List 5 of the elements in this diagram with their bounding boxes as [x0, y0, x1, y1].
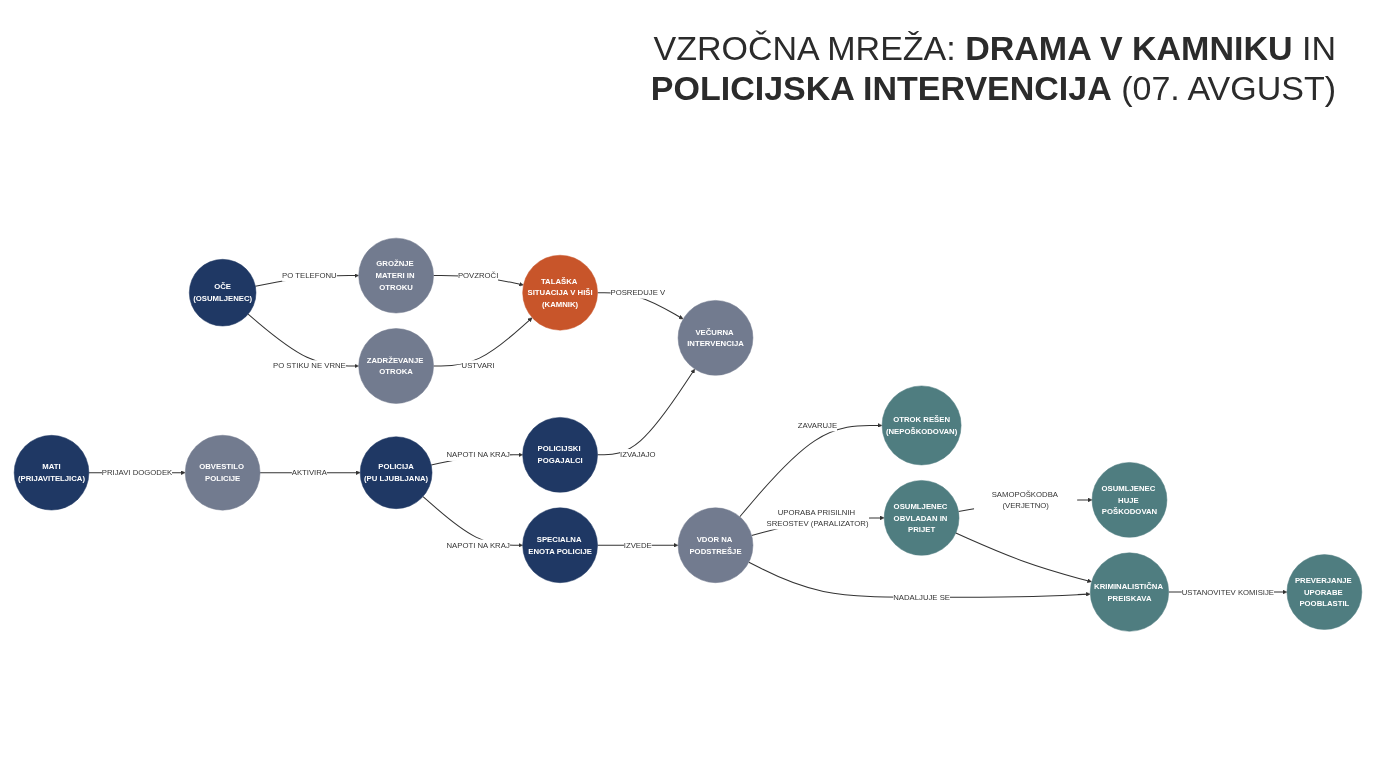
arrow [597, 369, 695, 456]
arrow [955, 532, 1092, 584]
arrow [433, 317, 533, 367]
arrow [739, 423, 883, 518]
diagram-title: VZROČNA MREŽA: DRAMA V KAMNIKU IN POLICIJSKA INTERVENCIJA (07. AVGUST) [649, 28, 1336, 108]
